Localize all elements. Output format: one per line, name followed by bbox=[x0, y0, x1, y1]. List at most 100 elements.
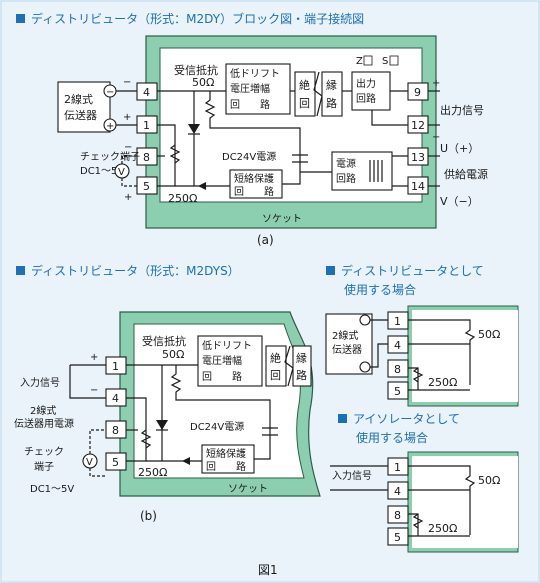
amp-label-a-1: 低ドリフト bbox=[230, 67, 280, 80]
sign-b-minus: − bbox=[90, 385, 98, 396]
surge-icon bbox=[389, 55, 399, 66]
isolation2-b-2: 路 bbox=[296, 369, 307, 382]
amp-box-b bbox=[197, 335, 263, 387]
u-label: U（+） bbox=[440, 142, 479, 155]
isolation-b-1: 絶 bbox=[270, 351, 281, 365]
terminal-a-4-label: 4 bbox=[143, 86, 150, 99]
diagram-d: アイソレータとして 使用する場合 1 4 8 5 入力信号 50Ω 250Ω bbox=[330, 412, 519, 553]
amp-b-1: 低ドリフト bbox=[202, 339, 252, 352]
capacitor-icon-b bbox=[262, 427, 278, 436]
sign-minus-3: − bbox=[124, 142, 132, 153]
check-label-1: チェック端子 bbox=[80, 150, 140, 163]
terminal-b-5-label: 5 bbox=[112, 456, 119, 469]
zener-icon bbox=[363, 55, 373, 66]
power-circuit-1: 電源 bbox=[336, 157, 356, 170]
sign-minus-2: − bbox=[123, 77, 131, 88]
r250-label-a: 250Ω bbox=[168, 192, 197, 205]
sign-plus-out: + bbox=[432, 78, 440, 89]
r50-label-c: 50Ω bbox=[478, 328, 500, 341]
transmitter-label-1: 2線式 bbox=[64, 92, 93, 106]
isolation2-a-2: 路 bbox=[326, 97, 337, 110]
terminal-c-8-label: 8 bbox=[394, 363, 401, 376]
transmitter-label-2: 伝送器 bbox=[64, 108, 97, 122]
heading-bullet-c bbox=[326, 266, 335, 275]
terminal-d-1-label: 1 bbox=[394, 461, 401, 474]
transmitter-power-1: 2線式 bbox=[30, 404, 56, 417]
sensor-resistor-label-a: 受信抵抗 bbox=[174, 63, 218, 77]
heading-bullet-d bbox=[338, 414, 347, 423]
amp-box-a bbox=[225, 63, 291, 115]
wire-b-input bbox=[69, 364, 106, 399]
resistor-50-b bbox=[170, 365, 271, 420]
diagram-a: ディストリビュータ（形式：M2DY）ブロック図・端子接続図 ソケット 2線式 伝… bbox=[16, 11, 488, 247]
output-circuit-a-2: 回路 bbox=[356, 92, 376, 105]
transmitter-c-1: 2線式 bbox=[332, 329, 358, 342]
isolation-a-2: 回 bbox=[299, 97, 310, 110]
terminal-a-5-label: 5 bbox=[143, 180, 150, 193]
terminal-d-8-label: 8 bbox=[394, 509, 401, 522]
amp-b-2: 電圧増幅 bbox=[202, 354, 242, 367]
terminal-d-5-label: 5 bbox=[394, 531, 401, 544]
sign-plus-2: + bbox=[123, 112, 131, 123]
wire-check-a-1 bbox=[121, 155, 137, 164]
wire-a-left bbox=[157, 124, 176, 187]
transformer-icon bbox=[369, 160, 383, 182]
sensor-resistor-label-b: 受信抵抗 bbox=[142, 334, 186, 348]
protect-box-b bbox=[201, 444, 255, 474]
protect-b-1: 短絡保護 bbox=[206, 447, 246, 460]
z-label: Z bbox=[356, 56, 363, 67]
transmitter-c-minus bbox=[359, 314, 371, 326]
caption-a: (a) bbox=[257, 233, 274, 247]
isolation2-box-a bbox=[321, 71, 343, 117]
s-label: S bbox=[382, 56, 388, 67]
wire-a-power bbox=[392, 155, 408, 187]
terminal-b-1-label: 1 bbox=[112, 360, 119, 373]
transmitter-c-plus bbox=[359, 361, 371, 373]
check-b-1: チェック bbox=[24, 446, 64, 458]
isolation2-b-1: 縁 bbox=[296, 351, 307, 365]
sign-minus-1: − bbox=[106, 87, 114, 98]
protect-b-2: 回 路 bbox=[206, 460, 246, 473]
arrow-icon-b bbox=[182, 457, 190, 465]
wire-a-out-12 bbox=[371, 110, 408, 126]
heading-d-1: アイソレータとして bbox=[353, 412, 460, 426]
heading-bullet-b bbox=[16, 266, 25, 275]
sign-plus-1: + bbox=[106, 121, 114, 132]
r50-label-d: 50Ω bbox=[478, 474, 500, 487]
isolation-barrier-b bbox=[284, 345, 294, 387]
amp-b-3: 回 路 bbox=[202, 370, 242, 383]
power-circuit-2: 回路 bbox=[336, 172, 356, 185]
heading-d-2: 使用する場合 bbox=[356, 430, 428, 445]
isolation-a-1: 絶 bbox=[299, 78, 310, 92]
wire-a-protect-dc bbox=[282, 172, 301, 185]
terminal-a-9-label: 9 bbox=[414, 86, 421, 99]
isolation-box-b bbox=[265, 345, 287, 387]
terminal-a-1-label: 1 bbox=[143, 119, 150, 132]
amp-label-a-3: 回 路 bbox=[230, 98, 270, 111]
heading-b: ディストリビュータ（形式：M2DYS） bbox=[31, 263, 240, 278]
wire-b-left bbox=[126, 397, 147, 462]
r250-label-c: 250Ω bbox=[428, 376, 457, 389]
terminal-a-13-label: 13 bbox=[411, 151, 425, 164]
diode-icon-b bbox=[156, 420, 168, 430]
module-inner-d bbox=[412, 456, 518, 548]
voltmeter-b-label: V bbox=[86, 457, 93, 468]
power-label: 供給電源 bbox=[444, 167, 488, 181]
wire-c bbox=[370, 319, 476, 391]
input-signal-label-d: 入力信号 bbox=[332, 469, 372, 482]
output-circuit-a-1: 出力 bbox=[356, 77, 376, 90]
protect-a-1: 短絡保護 bbox=[234, 172, 274, 185]
check-b-2: 端子 bbox=[34, 460, 54, 473]
socket-label-b: ソケット bbox=[228, 483, 268, 495]
terminal-b-4-label: 4 bbox=[112, 392, 119, 405]
dc24v-label-b: DC24V電源 bbox=[190, 420, 244, 433]
isolation2-box-b bbox=[292, 345, 312, 387]
isolation-box-a bbox=[294, 71, 316, 117]
sign-b-plus: + bbox=[90, 352, 98, 363]
transmitter-box-a bbox=[57, 81, 111, 133]
dc24v-label-a: DC24V電源 bbox=[222, 150, 276, 163]
wire-b-check bbox=[89, 429, 106, 477]
voltmeter-a-label: V bbox=[118, 167, 125, 178]
